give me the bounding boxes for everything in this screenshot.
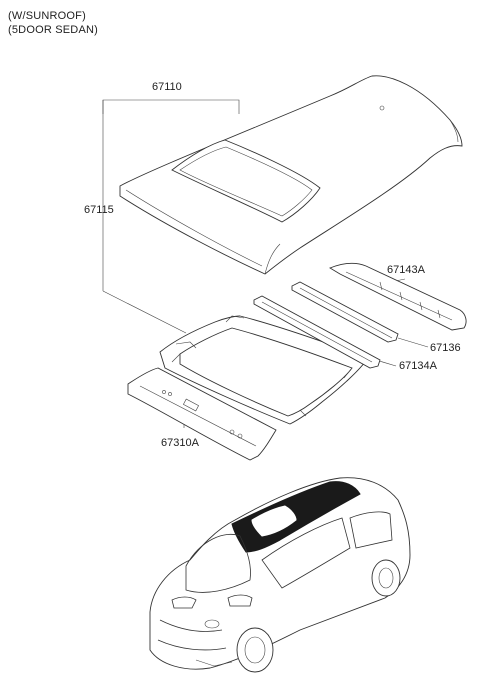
part-label-67136: 67136 — [430, 342, 461, 354]
roof-rail-middle — [291, 281, 399, 343]
vehicle-illustration — [149, 477, 411, 673]
part-label-67143A: 67143A — [387, 264, 425, 276]
front-header-rail — [127, 367, 277, 461]
variant-note-body: (5DOOR SEDAN) — [8, 24, 98, 36]
leader-67136 — [397, 337, 429, 348]
part-label-67115: 67115 — [84, 204, 114, 216]
roof-rail-rear — [328, 262, 467, 331]
variant-note-sunroof: (W/SUNROOF) — [8, 10, 86, 22]
part-label-67110: 67110 — [152, 81, 182, 93]
leader-67110 — [102, 99, 240, 114]
leader-67115-diag — [102, 290, 187, 334]
part-label-67310A: 67310A — [161, 437, 199, 449]
part-label-67134A: 67134A — [399, 360, 437, 372]
roof-rail-front — [253, 295, 381, 369]
roof-panel — [119, 75, 463, 275]
